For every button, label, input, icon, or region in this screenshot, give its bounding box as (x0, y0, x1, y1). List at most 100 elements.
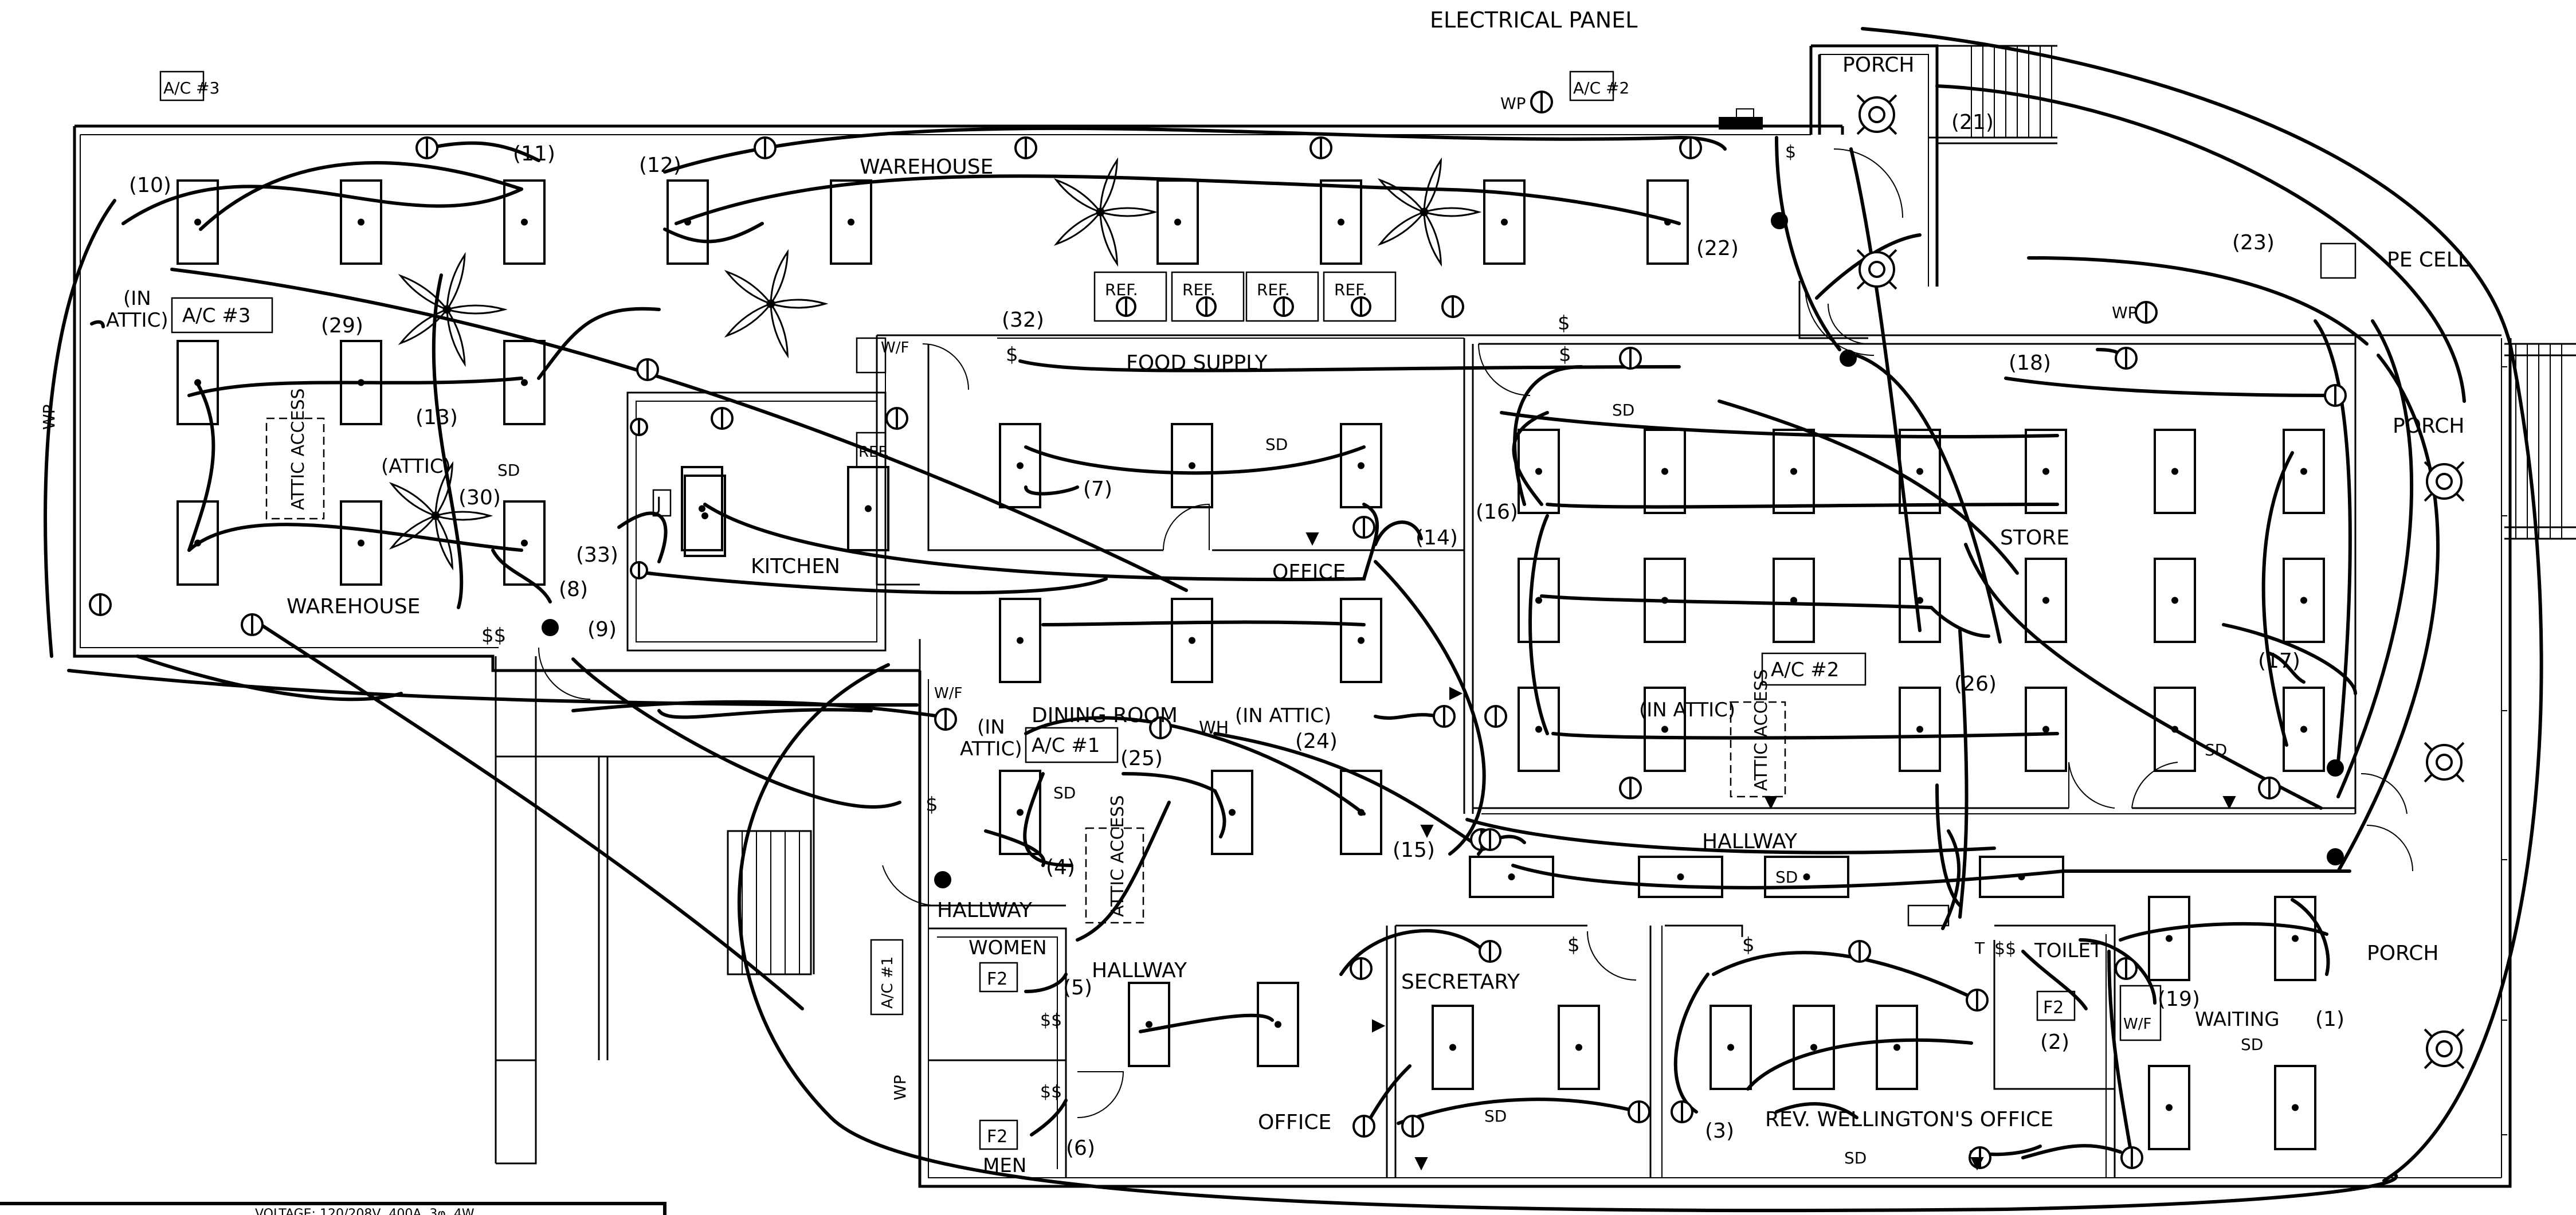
outlet-symbol (1619, 777, 1642, 799)
label-switch-s-7: $ (1785, 142, 1796, 162)
label-boxes (159, 70, 2357, 1150)
label-f2-toilet: F2 (2043, 998, 2064, 1018)
light-fixture (1638, 856, 1723, 898)
label-food-supply: FOOD SUPPLY (1126, 351, 1268, 375)
light-fixture (1483, 179, 1526, 265)
outlet-symbol (1530, 91, 1553, 113)
label-ac2-top: A/C #2 (1573, 79, 1629, 97)
label-warehouse-bottom: WAREHOUSE (287, 595, 420, 618)
outlet-symbol (2135, 301, 2158, 324)
circuit-30: (30) (458, 486, 501, 509)
label-wp-2: WP (2112, 303, 2138, 322)
outlet-symbol (2115, 347, 2138, 370)
label-attic-access-3: ATTIC ACCESS (1751, 669, 1771, 791)
light-fixture (666, 179, 709, 265)
label-wh: WH (1199, 718, 1229, 738)
light-fixture (503, 340, 546, 425)
label-hallway-left: HALLWAY (937, 899, 1033, 922)
door-swings (538, 148, 2413, 1118)
label-switch-ss-3: $$ (1040, 1082, 1062, 1102)
light-fixture (1211, 770, 1253, 855)
label-sd-5: SD (1775, 868, 1798, 887)
outlet-symbol (1628, 1100, 1650, 1123)
light-fixture (2025, 429, 2067, 514)
circuit-9: (9) (587, 618, 617, 641)
label-ac2: A/C #2 (1771, 659, 1839, 681)
outlet-symbol (1484, 705, 1507, 728)
circuit-10: (10) (129, 174, 171, 197)
label-sd-8: SD (1844, 1149, 1867, 1167)
circuit-11: (11) (513, 142, 555, 166)
circuit-5: (5) (1063, 976, 1092, 1000)
outlet-symbol (415, 136, 438, 159)
circuit-8: (8) (559, 578, 588, 601)
light-fixture (1793, 1005, 1835, 1090)
outlet-symbol (2324, 384, 2347, 407)
label-sd-1: SD (497, 461, 520, 480)
label-f2-women: F2 (987, 969, 1007, 989)
light-fixture (2025, 558, 2067, 643)
label-kitchen: KITCHEN (751, 555, 840, 578)
outlet-symbol (630, 561, 648, 579)
light-fixture (681, 466, 723, 551)
label-wf-3: W/F (2123, 1016, 2151, 1033)
light-fixture (503, 500, 546, 586)
circuit-2: (2) (2040, 1030, 2069, 1054)
circuit-7: (7) (1083, 477, 1112, 501)
label-switch-s-1: $ (1006, 343, 1018, 366)
light-fixture (1171, 598, 1213, 683)
label-ref-1: REF. (1105, 280, 1138, 299)
label-store: STORE (2000, 526, 2069, 550)
label-sd-4: SD (1053, 783, 1076, 802)
title-block-text: VOLTAGE: 120/208V, 400A, 3φ, 4W (255, 1207, 475, 1215)
label-electrical-panel: ELECTRICAL PANEL (1430, 7, 1637, 33)
label-sd-3: SD (1612, 401, 1634, 420)
label-sd-9: SD (2241, 1035, 2263, 1054)
label-thermostat: T (1974, 939, 1985, 958)
outlet-symbol (1116, 296, 1136, 317)
outlet-symbol (241, 613, 264, 636)
label-j-box: J (655, 493, 661, 515)
outlet-symbol (885, 407, 908, 430)
label-wf-1: W/F (881, 339, 909, 356)
label-switch-ss-4: $$ (1994, 939, 2016, 959)
label-ref-kitchen: REF. (858, 444, 889, 461)
label-warehouse-top: WAREHOUSE (860, 155, 993, 179)
circuit-3: (3) (1705, 1119, 1734, 1143)
circuit-14: (14) (1416, 526, 1458, 550)
label-hallway-center: HALLWAY (1092, 959, 1187, 982)
label-attic-2: ATTIC) (960, 738, 1022, 761)
light-fixture (1558, 1005, 1600, 1090)
label-attic-access-2: ATTIC ACCESS (1108, 795, 1128, 917)
label-sd-6: SD (2205, 740, 2227, 759)
outlet-symbol (1966, 989, 1989, 1012)
ceiling-light (1856, 249, 1897, 290)
circuit-22: (22) (1696, 237, 1739, 260)
outlet-symbol (2120, 1146, 2143, 1169)
circuit-16: (16) (1476, 500, 1518, 524)
circuit-24: (24) (1295, 730, 1338, 753)
light-fixture (684, 475, 726, 557)
light-fixture (2148, 896, 2190, 981)
label-ref-4: REF. (1334, 280, 1367, 299)
light-fixture (1764, 856, 1849, 898)
circuit-19: (19) (2158, 987, 2200, 1011)
label-sd-2: SD (1265, 435, 1288, 454)
light-fixture (2283, 687, 2325, 772)
light-fixture (1644, 687, 1686, 772)
light-fixture (1773, 558, 1815, 643)
label-toilet: TOILET (2034, 939, 2103, 962)
light-fixture (999, 423, 1041, 508)
circuit-32: (32) (1002, 308, 1044, 332)
light-fixture (999, 770, 1041, 855)
light-fixture (1340, 423, 1382, 508)
ceiling-light (2424, 742, 2465, 783)
label-office-center: OFFICE (1272, 561, 1346, 584)
ceiling-fan-icon (1053, 157, 1158, 267)
label-in-attic-wh: (IN ATTIC) (1235, 704, 1331, 727)
circuit-1: (1) (2315, 1008, 2344, 1031)
light-fixture (2148, 1065, 2190, 1150)
outlet-symbol (1479, 940, 1501, 963)
outlet-symbols (89, 91, 2465, 1169)
